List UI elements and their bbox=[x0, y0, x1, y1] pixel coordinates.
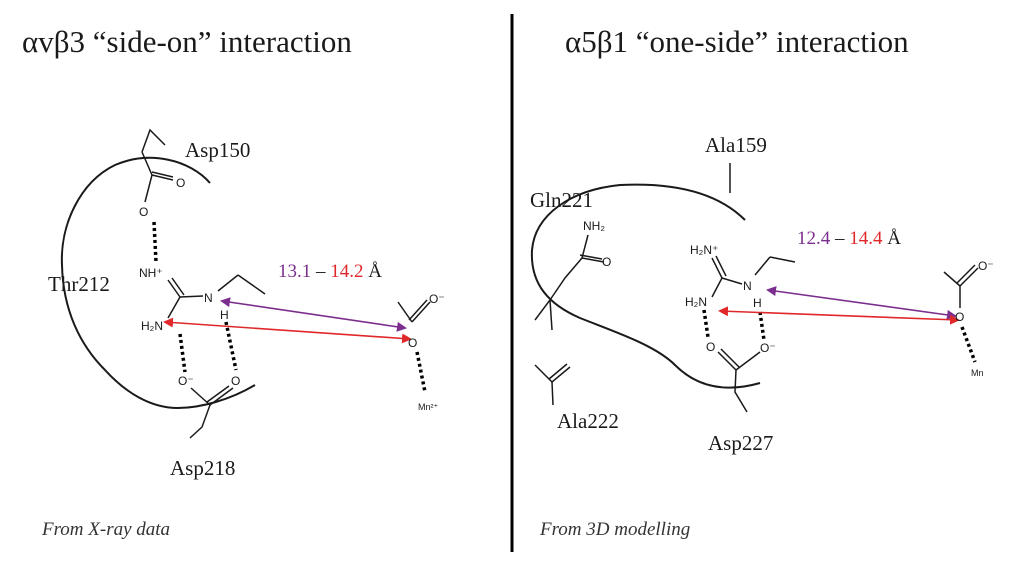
right-nh-h: H bbox=[753, 296, 762, 310]
asp218-hbond-1 bbox=[178, 333, 187, 373]
right-purple-distance-arrow bbox=[766, 286, 957, 320]
residue-label-ala159: Ala159 bbox=[705, 133, 767, 157]
asp150-carbonyl-o: O bbox=[176, 176, 185, 190]
asp218-o-minus: O⁻ bbox=[178, 374, 194, 388]
right-footnote: From 3D modelling bbox=[539, 519, 690, 540]
left-guanidine-bonds bbox=[167, 274, 266, 319]
asp218-hbond-2 bbox=[224, 321, 238, 371]
asp218-o: O bbox=[231, 374, 240, 388]
gln221-o: O bbox=[602, 255, 611, 269]
left-nh-n: N bbox=[204, 291, 213, 305]
right-pocket-loop bbox=[530, 183, 761, 389]
left-carboxylate-o-minus: O⁻ bbox=[429, 292, 445, 306]
residue-label-gln221: Gln221 bbox=[530, 188, 593, 212]
residue-label-ala222: Ala222 bbox=[557, 409, 619, 433]
asp150-hbond bbox=[152, 221, 158, 263]
right-nh-n: N bbox=[743, 279, 752, 293]
left-distance-label: 13.1 – 14.2 Å bbox=[278, 261, 382, 282]
ala222-carbonyl bbox=[534, 363, 571, 406]
asp227-hbond-2 bbox=[758, 311, 766, 341]
right-panel: NH₂ O H₂N⁺ N H H₂N bbox=[530, 133, 994, 540]
left-panel-title: αvβ3 “side-on” interaction bbox=[22, 24, 352, 59]
right-h2n: H₂N bbox=[685, 295, 707, 309]
right-distance-label: 12.4 – 14.4 Å bbox=[797, 228, 901, 249]
left-h2n: H₂N bbox=[141, 319, 163, 333]
left-mn-carboxylate bbox=[397, 299, 431, 323]
left-panel: O O NH⁺ N H H₂N O⁻ O bbox=[41, 128, 445, 540]
asp227-hbond-1 bbox=[702, 309, 710, 338]
left-red-distance-arrow bbox=[163, 317, 412, 344]
right-red-distance-arrow bbox=[718, 306, 960, 325]
asp227-sidechain bbox=[717, 348, 761, 413]
gln221-sidechain bbox=[534, 234, 605, 331]
right-carboxylate-o: O bbox=[955, 310, 964, 324]
asp227-o: O bbox=[706, 340, 715, 354]
left-footnote: From X-ray data bbox=[41, 519, 170, 540]
right-mn-coordination bbox=[960, 326, 977, 363]
asp150-ester-o: O bbox=[139, 205, 148, 219]
right-guanidine-bonds bbox=[711, 255, 796, 298]
residue-label-thr212: Thr212 bbox=[48, 272, 110, 296]
residue-label-asp218: Asp218 bbox=[170, 456, 235, 480]
right-panel-title: α5β1 “one-side” interaction bbox=[565, 24, 909, 59]
left-mn-ion: Mn²⁺ bbox=[418, 402, 438, 412]
gln221-nh2: NH₂ bbox=[583, 219, 605, 233]
left-pocket-loop bbox=[60, 156, 256, 410]
left-nh-h: H bbox=[220, 308, 229, 322]
residue-label-asp227: Asp227 bbox=[708, 431, 773, 455]
left-mn-coordination bbox=[415, 351, 427, 393]
left-carboxylate-o: O bbox=[408, 336, 417, 350]
left-nh-plus: NH⁺ bbox=[139, 266, 163, 280]
asp150-sidechain bbox=[141, 128, 174, 203]
left-purple-distance-arrow bbox=[220, 297, 407, 332]
right-carboxylate-o-minus: O⁻ bbox=[978, 259, 994, 273]
residue-label-asp150: Asp150 bbox=[185, 138, 250, 162]
asp218-sidechain bbox=[189, 385, 234, 439]
asp227-o-minus: O⁻ bbox=[760, 341, 776, 355]
right-h2n-plus: H₂N⁺ bbox=[690, 243, 718, 257]
right-mn-ion: Mn bbox=[971, 368, 984, 378]
right-mn-carboxylate bbox=[943, 264, 979, 308]
